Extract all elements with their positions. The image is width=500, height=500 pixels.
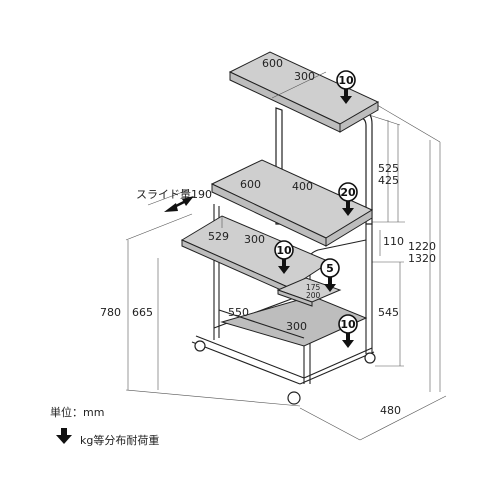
- caster-left: [194, 340, 206, 352]
- dim-base-width: 480: [380, 404, 401, 417]
- dim-slide: スライド量190: [136, 188, 212, 201]
- dim-height-1220: 1220: [408, 240, 436, 253]
- dim-mid-width: 400: [292, 180, 313, 193]
- load-top-value: 10: [338, 74, 354, 87]
- legend-load-arrow-icon: [56, 428, 72, 444]
- dimension-lines: [125, 63, 447, 441]
- dim-mouse-w: 175: [306, 283, 321, 292]
- load-icon-mouse: 5: [320, 258, 340, 293]
- dim-top-width: 300: [294, 70, 315, 83]
- load-middle-value: 20: [340, 186, 356, 199]
- load-bottom-value: 10: [340, 318, 356, 331]
- dim-height-665: 665: [132, 306, 153, 319]
- load-icon-bottom: 10: [338, 314, 358, 349]
- slide-arrow-icon: [164, 196, 194, 212]
- dim-mid-depth: 600: [240, 178, 261, 191]
- load-icon-tray: 10: [274, 240, 294, 275]
- load-mouse-value: 5: [326, 262, 334, 275]
- dim-bottom-width: 300: [286, 320, 307, 333]
- top-shelf: [228, 51, 380, 133]
- dim-mouse-d: 200: [306, 291, 321, 300]
- load-icon-middle: 20: [338, 182, 358, 217]
- legend-unit: 単位：mm: [50, 406, 105, 419]
- load-tray-value: 10: [276, 244, 292, 257]
- load-icon-top: 10: [336, 70, 356, 105]
- dim-height-425: 425: [378, 174, 399, 187]
- dimension-labels: 600 300 525 425 スライド量190 600 400 529 300…: [100, 57, 436, 417]
- dim-top-depth: 600: [262, 57, 283, 70]
- dim-height-1320: 1320: [408, 252, 436, 265]
- middle-shelf: [210, 159, 374, 247]
- dim-height-525: 525: [378, 162, 399, 175]
- dim-height-110: 110: [383, 235, 404, 248]
- dim-tray-width: 300: [244, 233, 265, 246]
- legend-load-text: kg等分布耐荷重: [80, 434, 160, 447]
- dim-bottom-depth: 550: [228, 306, 249, 319]
- caster-right: [364, 352, 376, 364]
- mouse-shelf: [276, 277, 342, 307]
- caster-front: [287, 391, 301, 405]
- dim-tray-depth: 529: [208, 230, 229, 243]
- dim-height-780: 780: [100, 306, 121, 319]
- dim-height-545: 545: [378, 306, 399, 319]
